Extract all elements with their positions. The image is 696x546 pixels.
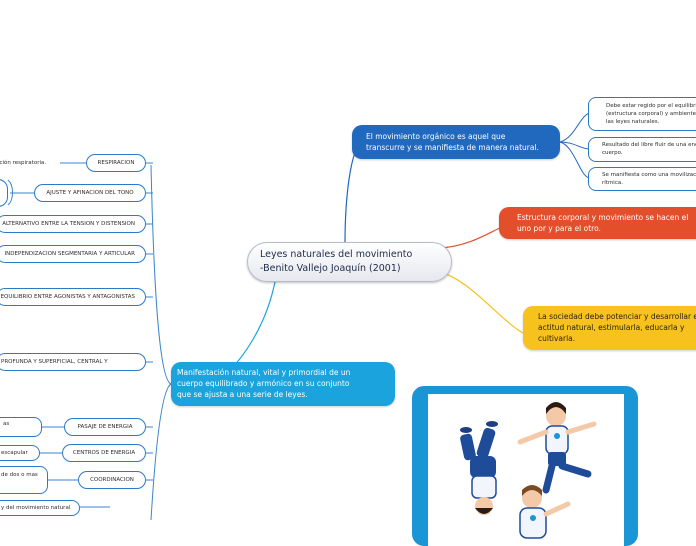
leaf-coordinacion[interactable]: de dos o mas (0, 466, 48, 494)
law-label: COORDINACION (90, 477, 134, 483)
topic-text-line: uno por y para el otro. (517, 224, 601, 233)
topic-text-line: La sociedad debe potenciar y desarrollar… (538, 312, 696, 321)
law-pasaje-energia[interactable]: PASAJE DE ENERGIA (64, 418, 146, 436)
central-title-line1: Leyes naturales del movimiento (260, 249, 413, 260)
topic-text-line: actitud natural, estimularla, educarla y (538, 323, 685, 332)
leaf-pasaje-energia[interactable]: as (0, 417, 42, 437)
child-balancing (517, 402, 597, 494)
leaf-centros-energia[interactable]: escapular (0, 445, 40, 461)
subtopic-movilizacion-ritmica[interactable]: Se manifiesta como una movilización rítm… (588, 167, 696, 191)
law-centros-energia[interactable]: CENTROS DE ENERGIA (62, 444, 146, 462)
subtopic-libre-fluir[interactable]: Resultado del libre fluir de una energía… (588, 137, 696, 162)
law-label: AJUSTE Y AFINACION DEL TONO (46, 190, 134, 196)
leaf-text: de dos o mas (1, 472, 38, 478)
topic-text-line: cuerpo equilibrado y armónico en su conj… (177, 379, 350, 388)
law-coordinacion[interactable]: COORDINACION (78, 471, 146, 489)
children-illustration (460, 402, 597, 539)
topic-text-line: Estructura corporal y movimiento se hace… (517, 213, 689, 222)
law-label: CENTROS DE ENERGIA (72, 450, 136, 456)
topic-manifestacion-natural[interactable]: Manifestación natural, vital y primordia… (171, 362, 395, 406)
law-independizacion[interactable]: INDEPENDIZACION SEGMENTARIA Y ARTICULAR (0, 245, 146, 263)
subtopic-text-line: las leyes naturales. (606, 119, 660, 125)
leaf-text: nción respiratoria. (0, 160, 47, 166)
law-respiracion[interactable]: RESPIRACION (86, 154, 146, 172)
law-label: PASAJE DE ENERGIA (77, 424, 133, 430)
subtopic-text-line: cuerpo. (602, 150, 623, 156)
leaf-text: y del movimiento natural (1, 505, 71, 511)
child-crouching (519, 485, 571, 539)
law-label: INDEPENDIZACION SEGMENTARIA Y ARTICULAR (4, 251, 135, 257)
subtopic-text-line: Se manifiesta como una movilización (602, 172, 696, 178)
subtopic-text-line: Debe estar regido por el equilibrio (606, 103, 696, 109)
topic-text-line: Manifestación natural, vital y primordia… (177, 368, 351, 377)
topic-movimiento-organico[interactable]: El movimiento orgánico es aquel que tran… (352, 125, 560, 159)
child-upside-down (460, 421, 498, 515)
subtopic-equilibrio[interactable]: Debe estar regido por el equilibrio (est… (588, 97, 696, 131)
law-label: PROFUNDA Y SUPERFICIAL, CENTRAL Y (1, 359, 108, 365)
illustration-children-exercising (412, 386, 638, 546)
subtopic-text-line: rítmica. (602, 180, 623, 186)
topic-estructura-corporal[interactable]: Estructura corporal y movimiento se hace… (499, 207, 696, 239)
leaf-text: as (3, 421, 10, 427)
topic-text-line: que se ajusta a una serie de leyes. (177, 390, 308, 399)
law-label: RESPIRACION (97, 160, 135, 166)
topic-sociedad[interactable]: La sociedad debe potenciar y desarrollar… (523, 306, 696, 350)
central-title-line2: -Benito Vallejo Joaquín (2001) (260, 263, 401, 274)
topic-text-line: El movimiento orgánico es aquel que (366, 132, 506, 141)
illustration-frame (428, 394, 624, 546)
subtopic-text-line: Resultado del libre fluir de una energía… (602, 142, 696, 148)
leaf-movimiento-natural[interactable]: y del movimiento natural (0, 500, 80, 516)
law-profunda[interactable]: PROFUNDA Y SUPERFICIAL, CENTRAL Y (0, 353, 146, 371)
subtopic-text-line: (estructura corporal) y ambiente con (606, 111, 696, 117)
topic-text-line: cultivarla. (538, 334, 576, 343)
law-label: EQUILIBRIO ENTRE AGONISTAS Y ANTAGONISTA… (0, 294, 135, 300)
law-tono[interactable]: AJUSTE Y AFINACION DEL TONO (34, 184, 146, 202)
law-alternativo[interactable]: ALTERNATIVO ENTRE LA TENSION Y DISTENSIO… (0, 215, 146, 233)
leaf-funcion-respiratoria[interactable]: nción respiratoria. (0, 159, 46, 167)
law-label: ALTERNATIVO ENTRE LA TENSION Y DISTENSIO… (2, 221, 135, 227)
connector-lines (7, 112, 591, 520)
central-topic[interactable]: Leyes naturales del movimiento -Benito V… (247, 242, 452, 282)
leaf-text: escapular (1, 450, 28, 456)
topic-text-line: transcurre y se manifiesta de manera nat… (366, 143, 539, 152)
law-equilibrio[interactable]: EQUILIBRIO ENTRE AGONISTAS Y ANTAGONISTA… (0, 288, 146, 306)
